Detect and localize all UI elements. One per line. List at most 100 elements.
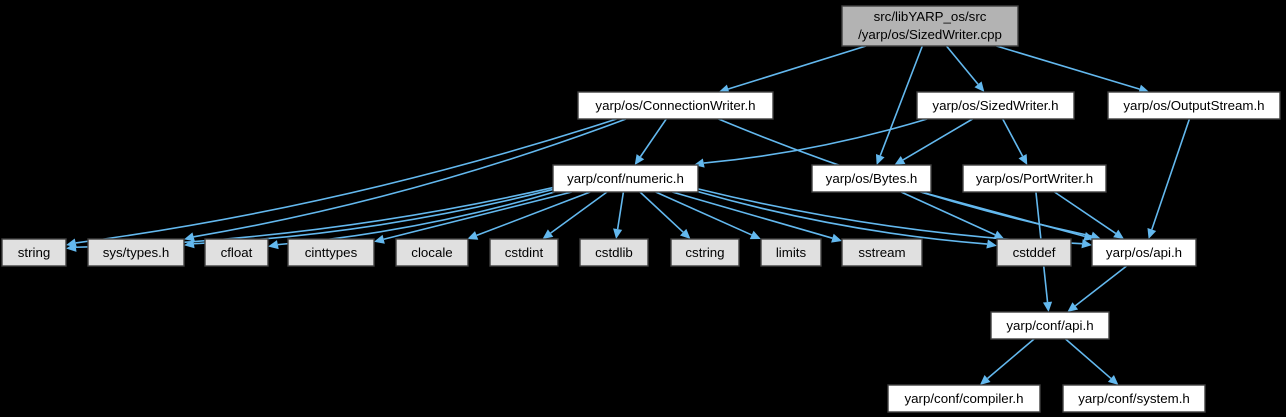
node-connectionwriter[interactable]: yarp/os/ConnectionWriter.h (577, 91, 774, 120)
node-box-compiler[interactable] (887, 384, 1041, 413)
arrowhead-numeric-to-osapi (1081, 239, 1092, 249)
node-label-cfloat: cfloat (221, 245, 253, 260)
arrowhead-numeric-to-cstdint (542, 229, 554, 239)
arrowhead-outputstream-to-osapi (1147, 228, 1157, 239)
node-cstring[interactable]: cstring (670, 238, 740, 267)
edge-numeric-to-systypes (193, 188, 554, 245)
node-systypes[interactable]: sys/types.h (87, 238, 185, 267)
edge-bytes-to-osapi (921, 191, 1085, 238)
edge-connectionwriter-to-numeric (639, 118, 667, 158)
arrowhead-numeric-to-clocale (467, 231, 479, 240)
arrowhead-numeric-to-cfloat (268, 240, 279, 250)
edge-outputstream-to-osapi (1151, 118, 1191, 230)
node-label-cinttypes: cinttypes (305, 245, 358, 260)
node-box-osapi[interactable] (1091, 238, 1197, 267)
node-clocale[interactable]: clocale (395, 238, 469, 267)
node-box-limits[interactable] (760, 238, 822, 267)
node-box-cstring[interactable] (670, 238, 740, 267)
node-cstdint[interactable]: cstdint (489, 238, 559, 267)
edge-numeric-to-sstream (672, 191, 833, 239)
arrowhead-connectionwriter-to-systypes (184, 232, 195, 242)
arrowhead-osapi-to-confapi (1067, 302, 1079, 312)
arrowhead-bytes-to-cstddef (993, 230, 1005, 240)
node-label-confapi: yarp/conf/api.h (1006, 318, 1093, 333)
arrowhead-root-to-connectionwriter (718, 84, 730, 94)
arrowhead-root-to-bytes (875, 154, 885, 165)
arrowhead-confapi-to-system (1107, 374, 1119, 385)
node-box-clocale[interactable] (395, 238, 469, 267)
node-box-cstdint[interactable] (489, 238, 559, 267)
edge-sizedwriter-to-portwriter (1002, 118, 1024, 157)
edge-confapi-to-compiler (987, 338, 1035, 380)
node-root[interactable]: src/libYARP_os/src/yarp/os/SizedWriter.c… (841, 5, 1019, 47)
arrowhead-portwriter-to-osapi (1113, 229, 1125, 239)
arrowhead-root-to-sizedwriter (974, 81, 985, 92)
edge-numeric-to-cstddef (697, 190, 988, 245)
arrowhead-numeric-to-cinttypes (374, 234, 385, 244)
node-label-numeric: yarp/conf/numeric.h (567, 171, 684, 186)
node-outputstream[interactable]: yarp/os/OutputStream.h (1107, 91, 1281, 120)
node-compiler[interactable]: yarp/conf/compiler.h (887, 384, 1041, 413)
node-label-clocale: clocale (411, 245, 452, 260)
edge-bytes-to-cstddef (900, 191, 996, 236)
node-box-bytes[interactable] (811, 164, 932, 193)
node-label-portwriter: yarp/os/PortWriter.h (976, 171, 1093, 186)
node-cinttypes[interactable]: cinttypes (287, 238, 375, 267)
node-box-cstdlib[interactable] (579, 238, 649, 267)
edge-numeric-to-limits (655, 191, 753, 236)
node-cstdlib[interactable]: cstdlib (579, 238, 649, 267)
node-label-cstdlib: cstdlib (595, 245, 633, 260)
node-sizedwriter[interactable]: yarp/os/SizedWriter.h (916, 91, 1075, 120)
nodes-layer: src/libYARP_os/src/yarp/os/SizedWriter.c… (1, 5, 1281, 413)
node-label-cstdint: cstdint (505, 245, 544, 260)
node-box-sizedwriter[interactable] (916, 91, 1075, 120)
arrowhead-numeric-to-string (66, 242, 77, 252)
edge-numeric-to-cinttypes (383, 191, 572, 241)
arrowhead-portwriter-to-confapi (1042, 301, 1053, 312)
edge-root-to-connectionwriter (728, 45, 867, 90)
node-cfloat[interactable]: cfloat (204, 238, 269, 267)
arrowhead-connectionwriter-to-numeric (634, 154, 645, 165)
node-box-numeric[interactable] (552, 164, 699, 193)
node-system[interactable]: yarp/conf/system.h (1062, 384, 1206, 413)
arrowhead-sizedwriter-to-bytes (894, 155, 906, 165)
arrowhead-confapi-to-compiler (979, 375, 991, 385)
node-label-limits: limits (776, 245, 807, 260)
node-bytes[interactable]: yarp/os/Bytes.h (811, 164, 932, 193)
node-box-portwriter[interactable] (962, 164, 1107, 193)
node-box-outputstream[interactable] (1107, 91, 1281, 120)
node-confapi[interactable]: yarp/conf/api.h (990, 311, 1110, 340)
node-box-system[interactable] (1062, 384, 1206, 413)
node-portwriter[interactable]: yarp/os/PortWriter.h (962, 164, 1107, 193)
node-sstream[interactable]: sstream (841, 238, 923, 267)
node-limits[interactable]: limits (760, 238, 822, 267)
node-box-connectionwriter[interactable] (577, 91, 774, 120)
node-box-sstream[interactable] (841, 238, 923, 267)
arrowhead-numeric-to-cstddef (986, 239, 997, 249)
node-osapi[interactable]: yarp/os/api.h (1091, 238, 1197, 267)
arrowhead-numeric-to-systypes (184, 239, 195, 249)
node-box-systypes[interactable] (87, 238, 185, 267)
node-label-system: yarp/conf/system.h (1078, 391, 1190, 406)
node-label-string: string (18, 245, 51, 260)
node-label-connectionwriter: yarp/os/ConnectionWriter.h (595, 98, 755, 113)
edge-connectionwriter-to-systypes (193, 118, 627, 238)
node-box-string[interactable] (1, 238, 67, 267)
node-box-confapi[interactable] (990, 311, 1110, 340)
node-label-osapi: yarp/os/api.h (1106, 245, 1182, 260)
arrowhead-numeric-to-limits (749, 230, 761, 240)
node-box-cfloat[interactable] (204, 238, 269, 267)
edge-numeric-to-cstdint (550, 191, 608, 234)
node-box-cstddef[interactable] (996, 238, 1072, 267)
node-cstddef[interactable]: cstddef (996, 238, 1072, 267)
node-string[interactable]: string (1, 238, 67, 267)
node-box-cinttypes[interactable] (287, 238, 375, 267)
node-numeric[interactable]: yarp/conf/numeric.h (552, 164, 699, 193)
node-label-cstring: cstring (685, 245, 724, 260)
node-label-systypes: sys/types.h (103, 245, 170, 260)
edge-numeric-to-cstdlib (616, 191, 625, 230)
node-box-root[interactable] (841, 5, 1019, 47)
node-label-sstream: sstream (858, 245, 905, 260)
